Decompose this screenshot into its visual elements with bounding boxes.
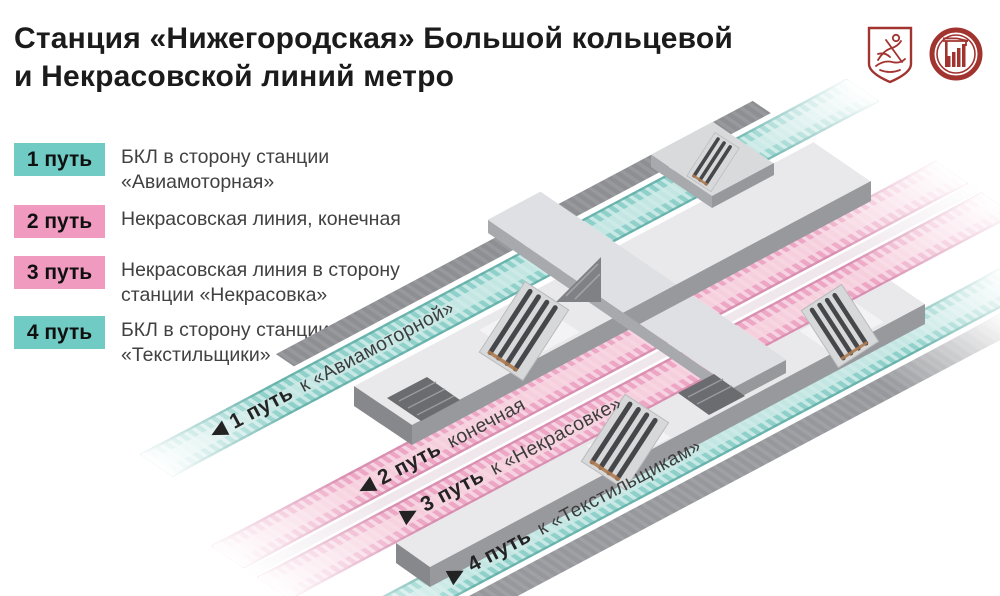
construction-complex-icon [928, 26, 984, 87]
track1-badge: 1 путь [14, 143, 105, 176]
platform-a-sides [354, 181, 871, 445]
stairs-platform-b [678, 374, 745, 415]
side-wall-near [330, 313, 1000, 596]
track-divider [246, 185, 979, 576]
page-title: Станция «Нижегородская» Большой кольцево… [14, 20, 854, 96]
legend-item-2: 2 путь Некрасовская линия, конечная [14, 205, 401, 238]
track3-description: Некрасовская линия в сторону станции «Не… [121, 259, 400, 306]
bridge-sides [488, 220, 786, 401]
track1-description: БКЛ в сторону станции «Авиамоторная» [121, 146, 330, 193]
page-title-line1: Станция «Нижегородская» Большой кольцево… [14, 22, 734, 55]
logo-group [866, 26, 984, 90]
stairs-platform-a-mid [556, 257, 601, 302]
page-title-line2: и Некрасовской линий метро [14, 60, 455, 93]
legend-item-4: 4 путь БКЛ в сторону станции «Текстильщи… [14, 316, 329, 368]
escalator-bank-vestibule [686, 131, 740, 193]
track4-badge: 4 путь [14, 316, 105, 349]
escalator-bank-platform-a [478, 280, 570, 382]
escalator-bank-platform-b-right [800, 283, 880, 369]
escalator-bank-platform-b-left [580, 393, 670, 491]
legend-item-3: 3 путь Некрасовская линия в сторону стан… [14, 256, 400, 308]
track3-badge: 3 путь [14, 256, 105, 289]
overpass-pad-sides [651, 155, 774, 208]
track4-description: БКЛ в сторону станции «Текстильщики» [121, 319, 330, 366]
track2-badge: 2 путь [14, 205, 105, 238]
stairs-platform-a-left [387, 377, 460, 421]
platform-b-sides [396, 304, 925, 587]
moscow-coat-of-arms-icon [866, 26, 914, 90]
track2-description: Некрасовская линия, конечная [121, 208, 401, 230]
concourse-bridge [487, 191, 787, 388]
legend-item-1: 1 путь БКЛ в сторону станции «Авиамоторн… [14, 143, 329, 195]
